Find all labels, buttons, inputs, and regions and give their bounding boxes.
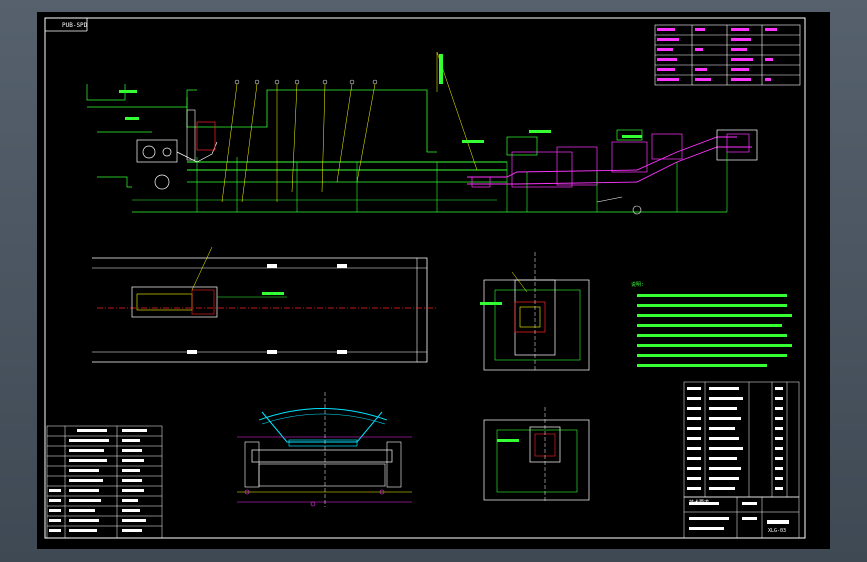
- notes-block: [637, 294, 792, 367]
- legend-title: 技术要求: [689, 500, 710, 506]
- idler-section-view: [237, 392, 412, 507]
- revision-table: [654, 24, 801, 86]
- sheet-code: XLG-03: [768, 528, 787, 534]
- section-view-a: [483, 252, 590, 372]
- conveyor-drawing: [44, 17, 806, 539]
- bom-table: [683, 381, 800, 539]
- cad-model-space[interactable]: PUB-SPD 说明: 技术要求 XLG-03: [37, 12, 830, 549]
- parts-table-entries: [49, 429, 147, 532]
- plan-view: [92, 246, 437, 363]
- parts-table: [46, 425, 163, 539]
- drawing-border: [44, 17, 806, 539]
- section-view-b: [483, 407, 590, 502]
- notes-heading: 说明:: [631, 282, 645, 288]
- revision-entries: [657, 28, 777, 81]
- drawing-title-label: PUB-SPD: [62, 22, 88, 29]
- bom-table-entries: [687, 387, 789, 530]
- elevation-view: [86, 51, 758, 215]
- callout-labels: [119, 54, 642, 442]
